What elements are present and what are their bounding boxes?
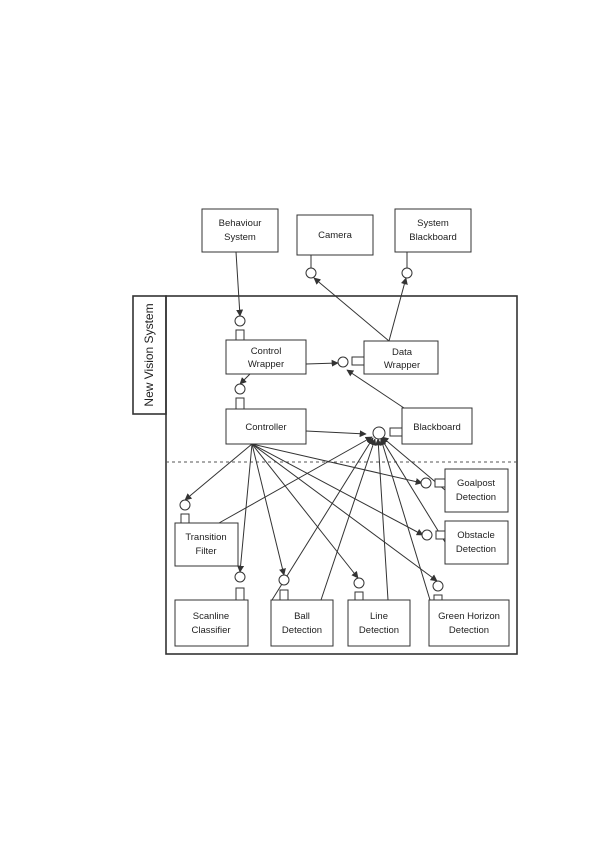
system-label-tab — [132, 295, 167, 415]
line-detection-component: Line Detection — [347, 577, 411, 647]
controller-component: Controller — [225, 383, 307, 445]
svg-text:Goalpost: Goalpost — [457, 478, 495, 489]
edge-transition-filter-to-blackboard — [218, 436, 373, 524]
edges — [184, 251, 446, 601]
svg-text:Wrapper: Wrapper — [384, 360, 420, 371]
edge-controller-to-green-horizon — [251, 443, 438, 582]
svg-text:Blackboard: Blackboard — [409, 232, 457, 243]
svg-text:Detection: Detection — [449, 625, 489, 636]
edge-blackboard-to-data-wrapper — [346, 369, 405, 409]
edge-controller-to-goalpost — [251, 443, 423, 486]
svg-text:Line: Line — [370, 611, 388, 622]
svg-text:Controller: Controller — [245, 422, 286, 433]
edge-green-horizon-to-blackboard — [379, 438, 431, 601]
svg-text:Green Horizon: Green Horizon — [438, 611, 500, 622]
svg-text:Detection: Detection — [456, 544, 496, 555]
svg-text:Blackboard: Blackboard — [413, 422, 461, 433]
edge-scanline-to-blackboard — [271, 437, 374, 601]
svg-text:System: System — [224, 232, 256, 243]
svg-text:Detection: Detection — [282, 625, 322, 636]
blackboard-component: Blackboard — [372, 407, 473, 445]
edge-data-wrapper-to-system-blackboard — [388, 277, 408, 342]
svg-text:Ball: Ball — [294, 611, 310, 622]
edge-controller-to-ball-detection — [251, 443, 286, 576]
svg-text:Detection: Detection — [456, 492, 496, 503]
green-horizon-detection-component: Green Horizon Detection — [428, 580, 510, 647]
svg-text:Obstacle: Obstacle — [457, 530, 495, 541]
data-wrapper-component: Data Wrapper — [337, 340, 439, 375]
svg-text:Data: Data — [392, 347, 413, 358]
svg-text:Camera: Camera — [318, 230, 353, 241]
system-label: New Vision System — [142, 303, 156, 406]
svg-text:Behaviour: Behaviour — [219, 218, 262, 229]
obstacle-detection-component: Obstacle Detection — [421, 520, 509, 565]
camera-component: Camera — [296, 214, 374, 279]
edge-control-wrapper-to-data-wrapper — [305, 359, 339, 367]
svg-text:Classifier: Classifier — [191, 625, 230, 636]
edge-behaviour-to-control-wrapper — [235, 251, 244, 317]
edge-controller-to-line-detection — [251, 443, 359, 579]
behaviour-system-component: Behaviour System — [201, 208, 279, 253]
system-blackboard-component: System Blackboard — [394, 208, 472, 279]
svg-text:System: System — [417, 218, 449, 229]
goalpost-detection-component: Goalpost Detection — [420, 468, 509, 513]
system-frame — [165, 295, 518, 655]
edge-controller-to-obstacle — [251, 443, 424, 536]
ball-detection-component: Ball Detection — [270, 574, 334, 647]
transition-filter-component: Transition Filter — [174, 499, 239, 567]
svg-text:Filter: Filter — [195, 546, 216, 557]
svg-text:Control: Control — [251, 346, 282, 357]
edge-data-wrapper-to-camera — [313, 277, 390, 342]
edge-control-wrapper-to-controller — [239, 373, 251, 385]
edge-ball-to-blackboard — [320, 438, 377, 601]
svg-text:Detection: Detection — [359, 625, 399, 636]
svg-text:Transition: Transition — [185, 532, 226, 543]
scanline-classifier-component: Scanline Classifier — [174, 571, 249, 647]
edge-line-to-blackboard — [374, 438, 389, 601]
svg-text:Wrapper: Wrapper — [248, 359, 284, 370]
edge-controller-to-transition-filter — [184, 443, 253, 501]
edge-controller-to-blackboard — [305, 430, 367, 438]
control-wrapper-component: Control Wrapper — [225, 315, 307, 375]
svg-text:Scanline: Scanline — [193, 611, 229, 622]
edge-obstacle-to-blackboard — [380, 437, 446, 543]
